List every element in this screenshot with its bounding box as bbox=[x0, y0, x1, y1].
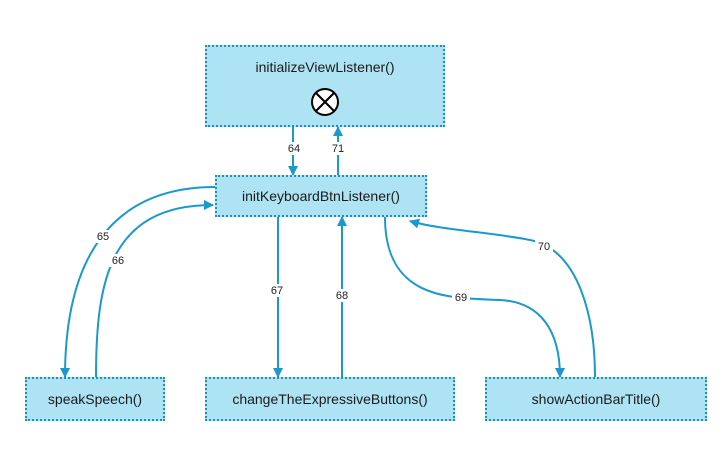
edge-label-69: 69 bbox=[455, 292, 467, 304]
edge-label-70: 70 bbox=[538, 241, 550, 253]
node-initialize-view-listener[interactable]: initializeViewListener() bbox=[205, 45, 445, 127]
node-label: initializeViewListener() bbox=[255, 59, 395, 75]
node-show-action-bar-title[interactable]: showActionBarTitle() bbox=[485, 377, 707, 421]
node-label: showActionBarTitle() bbox=[531, 391, 661, 407]
edge-label-71: 71 bbox=[332, 143, 344, 155]
edge-label-64: 64 bbox=[288, 143, 300, 155]
node-speak-speech[interactable]: speakSpeech() bbox=[25, 377, 165, 421]
stop-icon bbox=[311, 88, 339, 116]
edge-label-66: 66 bbox=[112, 255, 124, 267]
node-init-keyboard-btn-listener[interactable]: initKeyboardBtnListener() bbox=[215, 175, 427, 217]
node-label: speakSpeech() bbox=[47, 391, 143, 407]
node-change-the-expressive-buttons[interactable]: changeTheExpressiveButtons() bbox=[205, 377, 455, 421]
node-label: changeTheExpressiveButtons() bbox=[232, 391, 428, 407]
edge-label-65: 65 bbox=[97, 231, 109, 243]
node-label: initKeyboardBtnListener() bbox=[242, 188, 400, 204]
edge-65 bbox=[60, 186, 216, 378]
edge-66 bbox=[95, 200, 214, 378]
edge-label-68: 68 bbox=[336, 290, 348, 302]
edge-label-67: 67 bbox=[271, 285, 283, 297]
edge-69 bbox=[384, 216, 565, 378]
edge-70 bbox=[409, 218, 596, 378]
